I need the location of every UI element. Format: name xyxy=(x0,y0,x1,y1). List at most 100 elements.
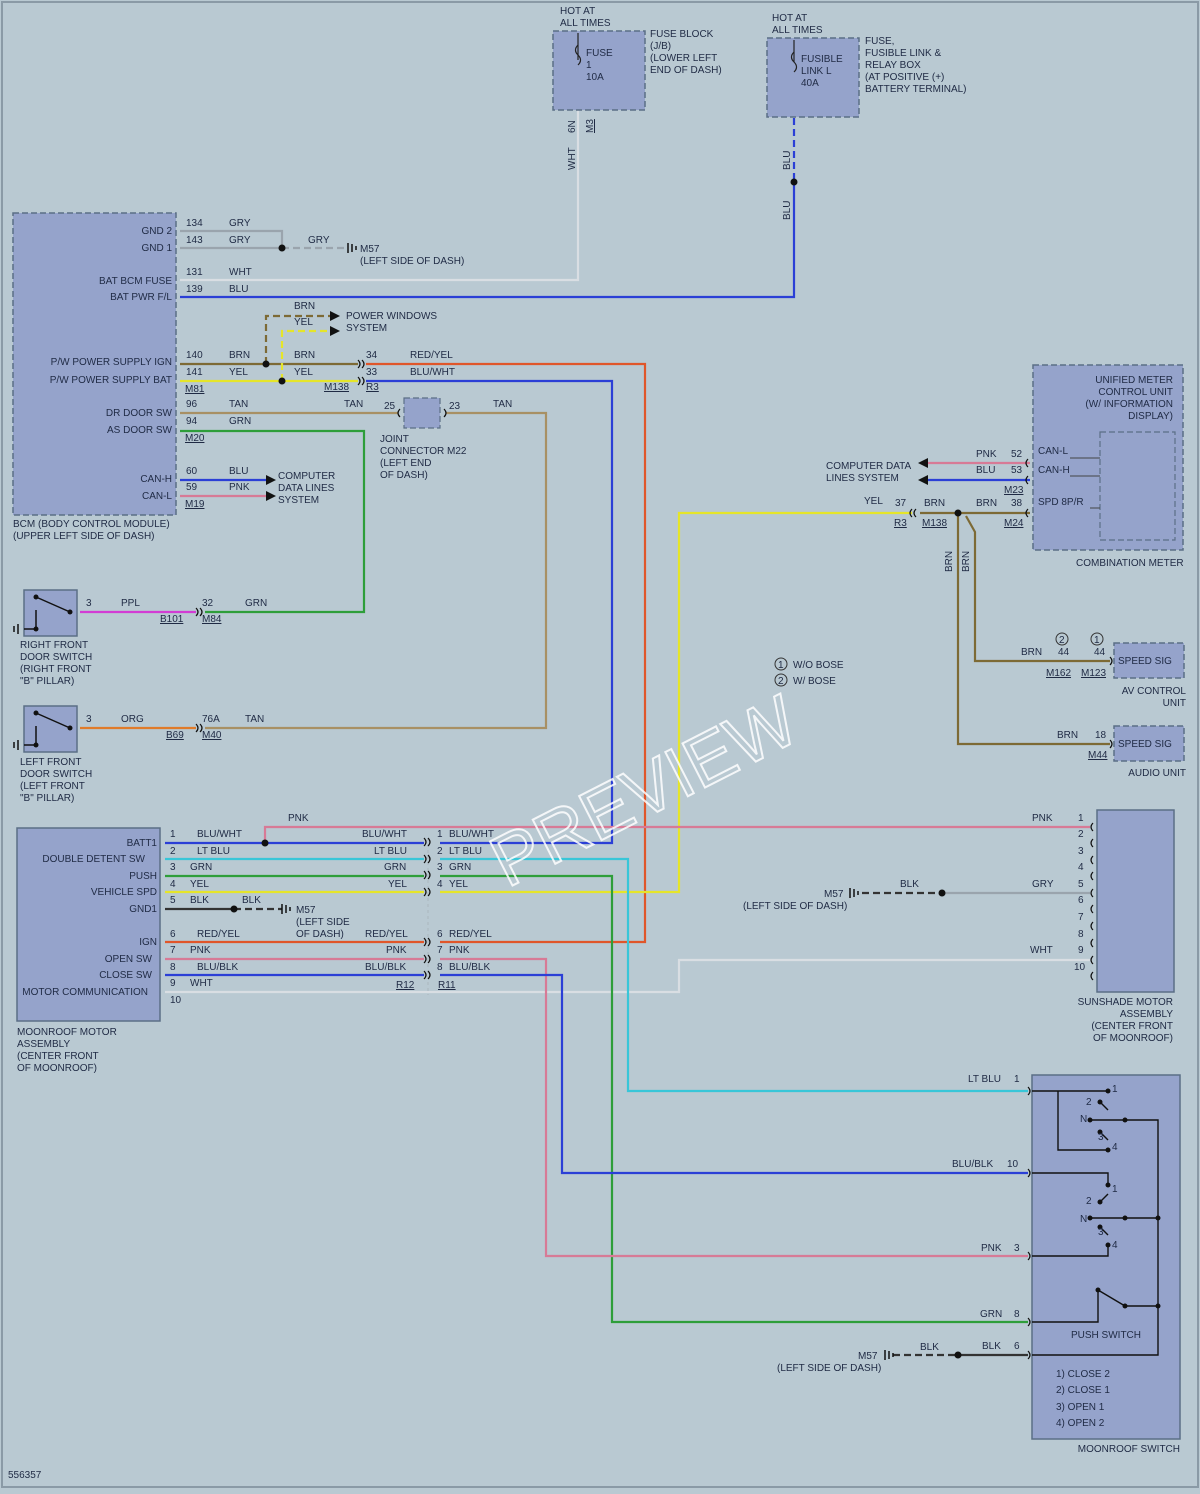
mm-rwire: GRN xyxy=(449,862,471,873)
m57-gry-label: GRY xyxy=(308,235,330,246)
mm-rnum: 4 xyxy=(437,879,443,890)
rf-wire1: PPL xyxy=(121,598,140,609)
moonroof-switch: LT BLU 1 BLU/BLK 10 PNK 3 GRN 8 BLK 6 xyxy=(952,1074,1181,1455)
mm-mwire: BLU/BLK xyxy=(365,962,406,973)
bcm-pin-bat-bcm: BAT BCM FUSE xyxy=(99,276,172,287)
wire-brn-av xyxy=(965,515,1110,663)
bcm-pin-pw-ign: P/W POWER SUPPLY IGN xyxy=(51,357,172,368)
wire-grn-push xyxy=(440,874,1028,1324)
ms-b3: 3 xyxy=(1098,1227,1104,1238)
meter-m138: M138 xyxy=(922,518,947,529)
mm-m57: M57 xyxy=(296,905,316,916)
bcm-pin-pw-bat: P/W POWER SUPPLY BAT xyxy=(50,375,172,386)
meter-r3: R3 xyxy=(894,518,907,529)
wire-blu-wht-batt xyxy=(366,379,614,845)
moonroof-motor: BATT1 DOUBLE DETENT SW PUSH VEHICLE SPD … xyxy=(16,813,494,1074)
fusible-l1: FUSIBLE xyxy=(801,54,843,65)
bcm-pin-canh: CAN-H xyxy=(140,474,172,485)
mm-pnk: PNK xyxy=(288,813,309,824)
bcm-num: 94 xyxy=(186,416,198,427)
mm-num: 1 xyxy=(170,829,176,840)
ms-p1: 1 xyxy=(1014,1074,1020,1085)
meter-p52: 52 xyxy=(1011,449,1023,460)
meter-p53: 53 xyxy=(1011,465,1023,476)
fusible-desc: FUSE,FUSIBLE LINK &RELAY BOX(AT POSITIVE… xyxy=(865,36,967,95)
ms-a3: 3 xyxy=(1098,1132,1104,1143)
legend-t1: W/O BOSE xyxy=(793,660,844,671)
mm-lwire: YEL xyxy=(190,879,209,890)
m57-bot-loc: (LEFT SIDE OF DASH) xyxy=(777,1363,881,1374)
joint-p25: 25 xyxy=(384,401,396,412)
bcm-label: BCM (BODY CONTROL MODULE)(UPPER LEFT SID… xyxy=(13,519,170,542)
mm-lwire: LT BLU xyxy=(197,846,230,857)
audio-unit: SPEED SIG AUDIO UNIT BRN 18 M44 xyxy=(1057,725,1186,779)
ms-blk: BLK xyxy=(982,1341,1001,1352)
ss-num: 9 xyxy=(1078,945,1084,956)
fuse-number: 1 xyxy=(586,60,592,71)
av-p2: 44 xyxy=(1058,647,1070,658)
bcm-pin-bat-pwr: BAT PWR F/L xyxy=(110,292,172,303)
lf-conn1: B69 xyxy=(166,730,184,741)
ground-m57-bot: M57 (LEFT SIDE OF DASH) BLK xyxy=(777,1342,939,1374)
ms-a4: 4 xyxy=(1112,1142,1118,1153)
fusible-wire1: BLU xyxy=(782,151,793,170)
mm-lwire: BLK xyxy=(190,895,209,906)
mm-blk: BLK xyxy=(242,895,261,906)
ms-p3: 3 xyxy=(1014,1243,1020,1254)
pw-pin33: 33 xyxy=(366,367,378,378)
bcm-wire: GRN xyxy=(229,416,251,427)
lf-pin2: 76A xyxy=(202,714,220,725)
rf-conn2: M84 xyxy=(202,614,222,625)
m57-bot-label: M57 xyxy=(858,1351,878,1362)
mm-mwire: LT BLU xyxy=(374,846,407,857)
mm-pin: OPEN SW xyxy=(105,954,153,965)
mm-pin: DOUBLE DETENT SW xyxy=(42,854,145,865)
mm-lwire: BLU/BLK xyxy=(197,962,238,973)
ss-pnk: PNK xyxy=(1032,813,1053,824)
legend-i2: 2 xyxy=(778,676,784,687)
ms-p10: 10 xyxy=(1007,1159,1019,1170)
bcm-pin-gnd2: GND 2 xyxy=(141,226,172,237)
joint-tan-out: TAN xyxy=(493,399,512,410)
meter-blu: BLU xyxy=(976,465,995,476)
ms-ltblu: LT BLU xyxy=(968,1074,1001,1085)
wire-brn-pw-dash xyxy=(264,314,330,364)
mm-pin: IGN xyxy=(139,937,157,948)
wire-gry-gnd2 xyxy=(180,229,284,248)
mm-mwire: PNK xyxy=(386,945,407,956)
lf-wire1: ORG xyxy=(121,714,144,725)
fuse-wire-color: WHT xyxy=(567,147,578,170)
rf-pin2: 32 xyxy=(202,598,214,609)
mm-rnum: 6 xyxy=(437,929,443,940)
splices xyxy=(230,178,962,1359)
ms-p6: 6 xyxy=(1014,1341,1020,1352)
wire-pnk-sunshade xyxy=(263,825,1090,843)
av-sig: SPEED SIG xyxy=(1118,656,1172,667)
mm-num: 10 xyxy=(170,995,182,1006)
bcm-wire: BLU xyxy=(229,466,248,477)
bcm-conn: M20 xyxy=(185,433,205,444)
rf-conn1: B101 xyxy=(160,614,184,625)
bcm-wire: GRY xyxy=(229,218,251,229)
pw-conn-m138: M138 xyxy=(324,382,349,393)
arrows xyxy=(266,311,928,501)
bcm-wire: GRY xyxy=(229,235,251,246)
wire-grn-as-sw xyxy=(180,429,366,614)
ground-m57-top: GRY M57 (LEFT SIDE OF DASH) xyxy=(308,235,464,267)
ss-num: 10 xyxy=(1074,962,1086,973)
diagram-id: 556357 xyxy=(8,1470,42,1481)
ss-num: 6 xyxy=(1078,895,1084,906)
ms-legend: 2) CLOSE 1 xyxy=(1056,1385,1110,1396)
joint-tan-in: TAN xyxy=(344,399,363,410)
